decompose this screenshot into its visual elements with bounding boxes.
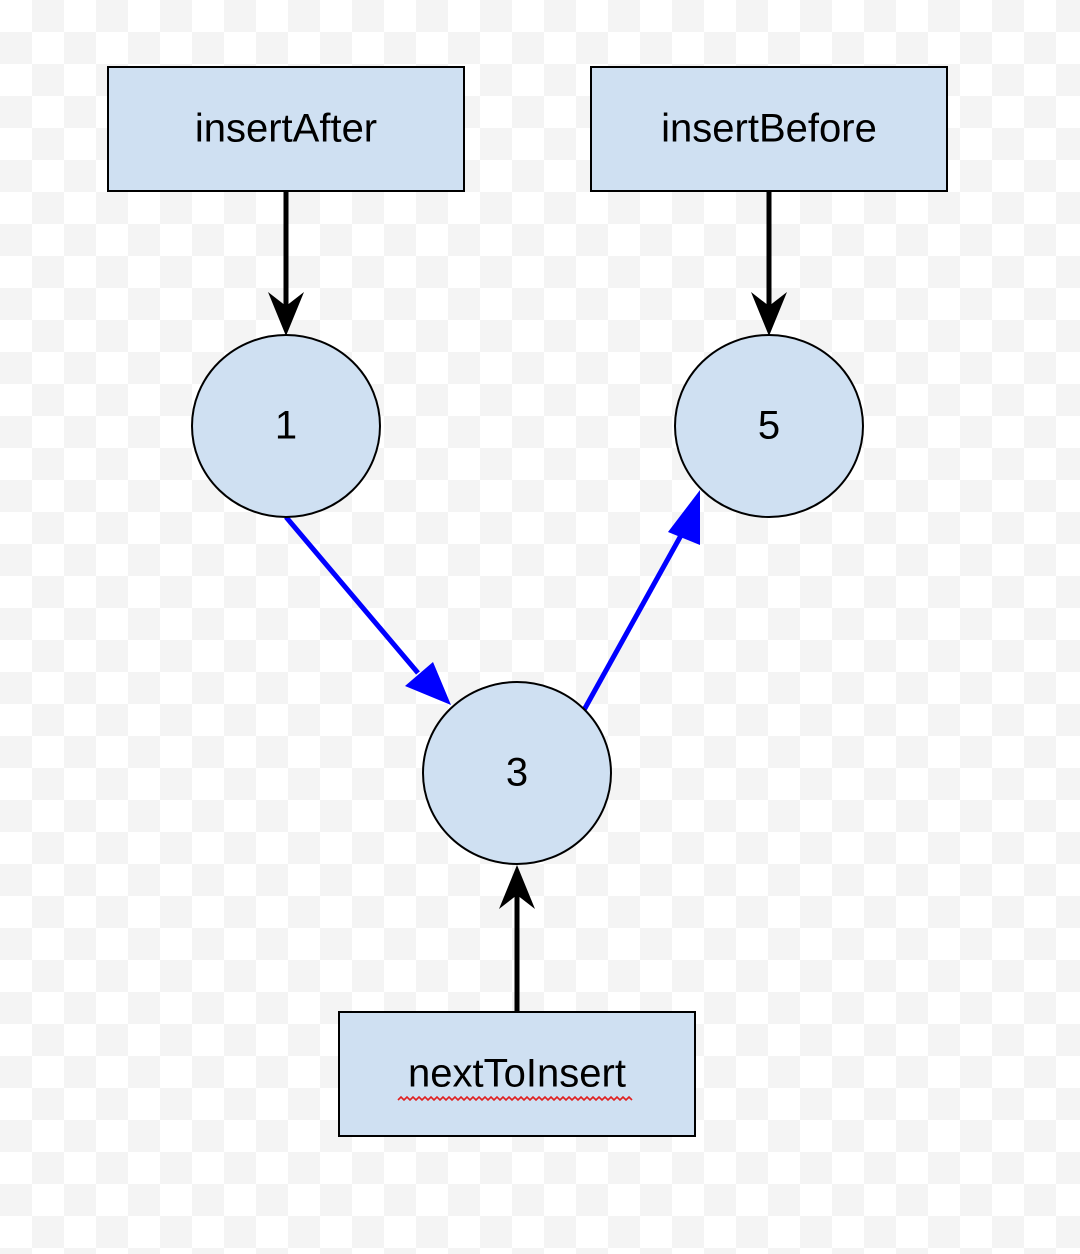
node-3-value: 3 <box>506 751 528 795</box>
node-5-value: 5 <box>758 404 780 448</box>
list-node-1: 1 <box>191 334 381 518</box>
pointer-arrow-insert-after <box>268 192 304 336</box>
insert-before-label: insertBefore <box>661 107 877 151</box>
next-to-insert-label: nextToInsert <box>408 1052 626 1096</box>
link-arrow-3-to-5 <box>581 490 700 712</box>
next-to-insert-box: nextToInsert <box>338 1011 696 1137</box>
list-node-3: 3 <box>422 681 612 865</box>
list-node-5: 5 <box>674 334 864 518</box>
pointer-arrow-next-to-insert <box>499 865 535 1011</box>
insert-after-label: insertAfter <box>195 107 377 151</box>
node-1-value: 1 <box>275 404 297 448</box>
spellcheck-underline <box>397 1095 633 1102</box>
insert-after-box: insertAfter <box>107 66 465 192</box>
insert-before-box: insertBefore <box>590 66 948 192</box>
link-arrow-1-to-3 <box>284 515 451 705</box>
pointer-arrow-insert-before <box>751 192 787 336</box>
